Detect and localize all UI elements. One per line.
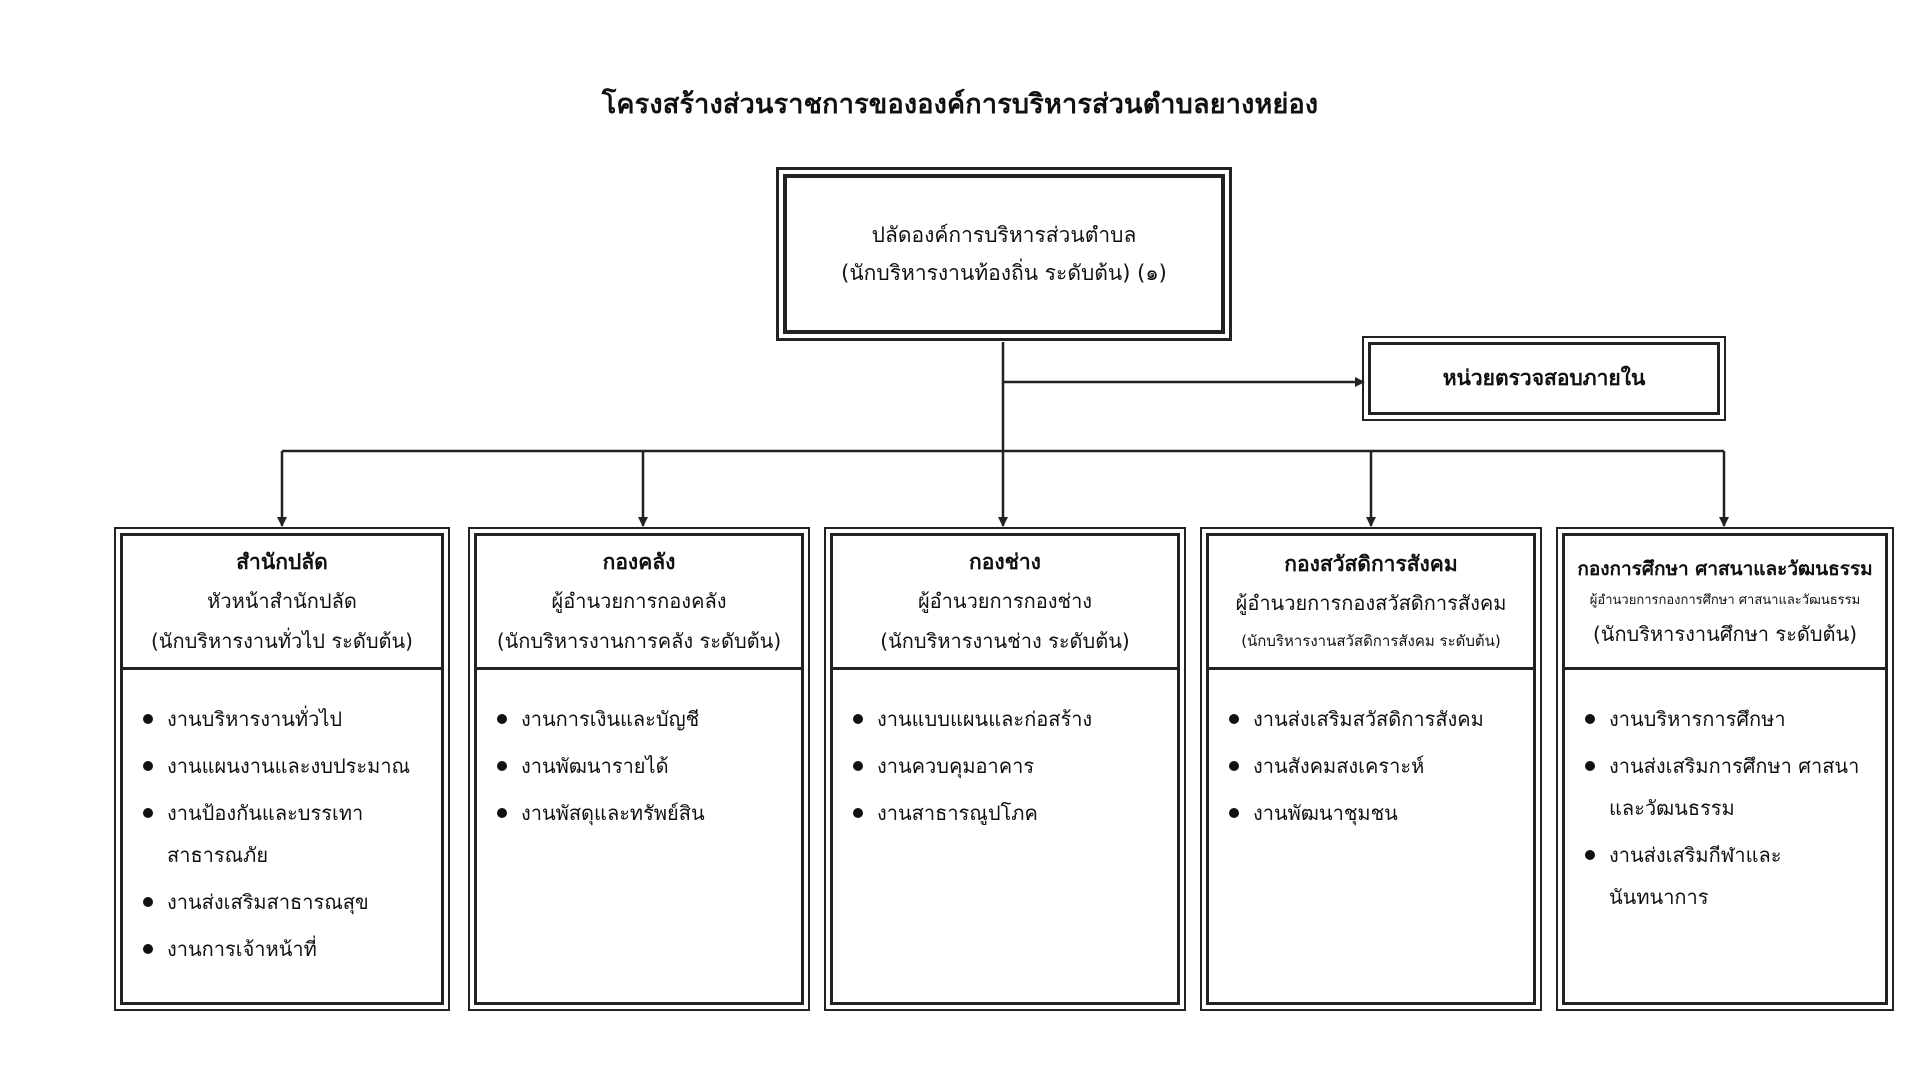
task-list: งานบริหารงานทั่วไป งานแผนงานและงบประมาณ … (137, 698, 431, 970)
task-item: งานสาธารณูปโภค (847, 792, 1167, 834)
department-task-area: งานแบบแผนและก่อสร้าง งานควบคุมอาคาร งานส… (833, 670, 1177, 1002)
task-item: งานส่งเสริมสวัสดิการสังคม (1223, 698, 1523, 740)
task-item: งานส่งเสริมกีฬาและนันทนาการ (1579, 834, 1875, 918)
task-item: งานพัสดุและทรัพย์สิน (491, 792, 791, 834)
task-item: งานควบคุมอาคาร (847, 745, 1167, 787)
department-head-title: ผู้อำนวยการกองการศึกษา ศาสนาและวัฒนธรรม (1589, 592, 1861, 608)
task-item: งานแบบแผนและก่อสร้าง (847, 698, 1167, 740)
department-header: กองสวัสดิการสังคม ผู้อำนวยการกองสวัสดิกา… (1209, 536, 1533, 670)
department-name: กองสวัสดิการสังคม (1284, 551, 1458, 576)
department-task-area: งานส่งเสริมสวัสดิการสังคม งานสังคมสงเครา… (1209, 670, 1533, 1002)
task-item: งานบริหารงานทั่วไป (137, 698, 431, 740)
internal-audit-box: หน่วยตรวจสอบภายใน (1362, 336, 1726, 421)
department-task-area: งานบริหารการศึกษา งานส่งเสริมการศึกษา ศา… (1565, 670, 1885, 1002)
department-name: สำนักปลัด (236, 549, 328, 574)
task-item: งานแผนงานและงบประมาณ (137, 745, 431, 787)
department-task-area: งานการเงินและบัญชี งานพัฒนารายได้ งานพัส… (477, 670, 801, 1002)
task-list: งานส่งเสริมสวัสดิการสังคม งานสังคมสงเครา… (1223, 698, 1523, 834)
task-item: งานพัฒนารายได้ (491, 745, 791, 787)
department-head-level: (นักบริหารงานช่าง ระดับต้น) (880, 628, 1130, 653)
task-list: งานการเงินและบัญชี งานพัฒนารายได้ งานพัส… (491, 698, 791, 834)
department-box-social-welfare: กองสวัสดิการสังคม ผู้อำนวยการกองสวัสดิกา… (1200, 527, 1542, 1011)
task-item: งานพัฒนาชุมชน (1223, 792, 1523, 834)
task-item: งานการเงินและบัญชี (491, 698, 791, 740)
task-item: งานการเจ้าหน้าที่ (137, 928, 431, 970)
department-box-education-religion-culture: กองการศึกษา ศาสนาและวัฒนธรรม ผู้อำนวยการ… (1556, 527, 1894, 1011)
chart-title: โครงสร้างส่วนราชการขององค์การบริหารส่วนต… (601, 89, 1319, 120)
department-head-title: ผู้อำนวยการกองสวัสดิการสังคม (1235, 590, 1507, 615)
task-item: งานบริหารการศึกษา (1579, 698, 1875, 740)
department-task-area: งานบริหารงานทั่วไป งานแผนงานและงบประมาณ … (123, 670, 441, 1002)
department-name: กองคลัง (602, 549, 676, 574)
task-item: งานสังคมสงเคราะห์ (1223, 745, 1523, 787)
department-header: สำนักปลัด หัวหน้าสำนักปลัด (นักบริหารงาน… (123, 536, 441, 670)
task-item: งานส่งเสริมการศึกษา ศาสนาและวัฒนธรรม (1579, 745, 1875, 829)
department-box-finance: กองคลัง ผู้อำนวยการกองคลัง (นักบริหารงาน… (468, 527, 810, 1011)
task-list: งานแบบแผนและก่อสร้าง งานควบคุมอาคาร งานส… (847, 698, 1167, 834)
task-list: งานบริหารการศึกษา งานส่งเสริมการศึกษา ศา… (1579, 698, 1875, 918)
department-name: กองการศึกษา ศาสนาและวัฒนธรรม (1577, 557, 1873, 580)
department-header: กองคลัง ผู้อำนวยการกองคลัง (นักบริหารงาน… (477, 536, 801, 670)
department-box-office-of-the-permanent-secretary: สำนักปลัด หัวหน้าสำนักปลัด (นักบริหารงาน… (114, 527, 450, 1011)
department-header: กองช่าง ผู้อำนวยการกองช่าง (นักบริหารงาน… (833, 536, 1177, 670)
department-name: กองช่าง (969, 549, 1041, 574)
department-head-title: ผู้อำนวยการกองคลัง (551, 588, 727, 613)
department-head-level: (นักบริหารงานสวัสดิการสังคม ระดับต้น) (1241, 631, 1501, 650)
chief-title: ปลัดองค์การบริหารส่วนตำบล (871, 223, 1137, 247)
department-head-level: (นักบริหารงานการคลัง ระดับต้น) (496, 628, 782, 653)
internal-audit-label: หน่วยตรวจสอบภายใน (1442, 366, 1646, 390)
department-head-level: (นักบริหารงานทั่วไป ระดับต้น) (150, 628, 413, 653)
department-head-title: ผู้อำนวยการกองช่าง (917, 588, 1093, 613)
chief-administrator-box: ปลัดองค์การบริหารส่วนตำบล (นักบริหารงานท… (776, 167, 1232, 341)
department-box-engineering: กองช่าง ผู้อำนวยการกองช่าง (นักบริหารงาน… (824, 527, 1186, 1011)
department-header: กองการศึกษา ศาสนาและวัฒนธรรม ผู้อำนวยการ… (1565, 536, 1885, 670)
task-item: งานส่งเสริมสาธารณสุข (137, 881, 431, 923)
department-head-title: หัวหน้าสำนักปลัด (207, 588, 357, 613)
department-head-level: (นักบริหารงานศึกษา ระดับต้น) (1592, 621, 1858, 646)
task-item: งานป้องกันและบรรเทาสาธารณภัย (137, 792, 431, 876)
chief-level: (นักบริหารงานท้องถิ่น ระดับต้น) (๑) (841, 261, 1167, 285)
